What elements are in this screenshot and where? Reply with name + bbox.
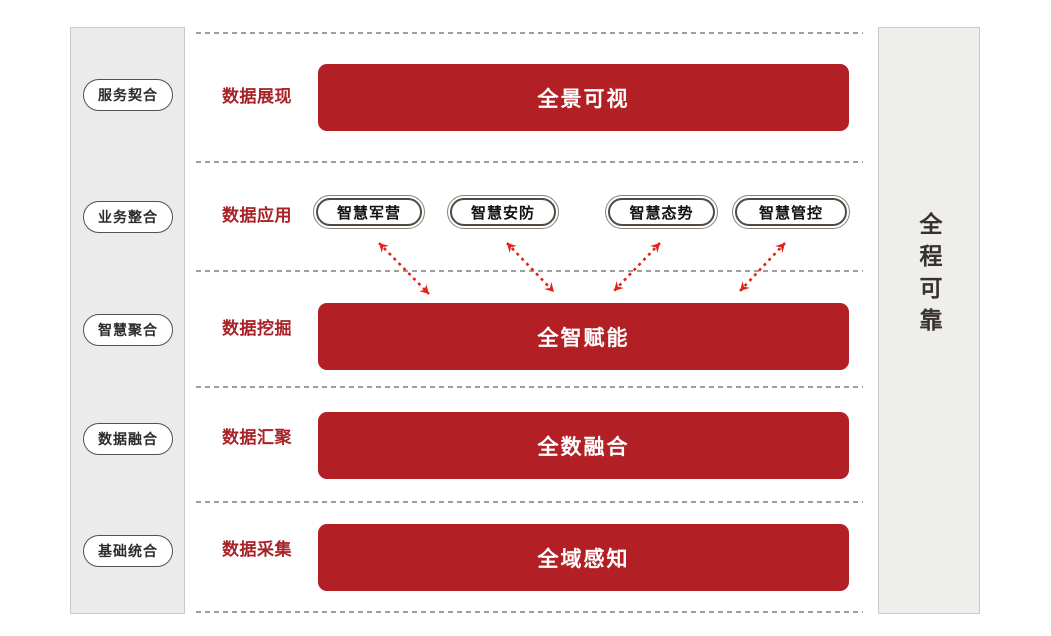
divider-line <box>196 161 863 163</box>
app-pill-label: 智慧安防 <box>450 198 556 226</box>
left-panel: 服务契合 业务整合 智慧聚合 数据融合 基础统合 <box>70 27 185 614</box>
row-label-data-display: 数据展现 <box>222 87 292 106</box>
app-pill-label: 智慧管控 <box>735 198 847 226</box>
stage-pill-label: 数据融合 <box>98 431 158 447</box>
app-pill-label: 智慧军营 <box>316 198 422 226</box>
stage-pill-business-integration: 业务整合 <box>83 201 173 233</box>
row-label-data-application: 数据应用 <box>222 206 292 225</box>
bar-label: 全数融合 <box>537 435 630 459</box>
stage-pill-data-fusion: 数据融合 <box>83 423 173 455</box>
stage-pill-service-fit: 服务契合 <box>83 79 173 111</box>
divider-line <box>196 32 863 34</box>
stage-pill-smart-aggregation: 智慧聚合 <box>83 314 173 346</box>
double-arrow-icon <box>506 242 555 293</box>
divider-line <box>196 611 863 613</box>
row-label-data-mining: 数据挖掘 <box>222 319 292 338</box>
double-arrow-icon <box>378 242 430 295</box>
stage-pill-label: 业务整合 <box>98 209 158 225</box>
row-label-data-convergence: 数据汇聚 <box>222 428 292 447</box>
divider-line <box>196 386 863 388</box>
stage-pill-label: 智慧聚合 <box>98 322 158 338</box>
right-panel-label: 全程可靠 <box>916 211 942 340</box>
bar-full-domain-awareness: 全域感知 <box>318 524 849 591</box>
right-panel: 全程可靠 <box>878 27 980 614</box>
double-arrow-icon <box>613 242 661 292</box>
stage-pill-label: 基础统合 <box>98 543 158 559</box>
app-pill-smart-control: 智慧管控 <box>732 195 850 229</box>
bar-full-data-fusion: 全数融合 <box>318 412 849 479</box>
stage-pill-label: 服务契合 <box>98 87 158 103</box>
app-pill-smart-situation: 智慧态势 <box>605 195 718 229</box>
bar-intelligent-empowerment: 全智赋能 <box>318 303 849 370</box>
app-pill-label: 智慧态势 <box>608 198 715 226</box>
row-label-data-collection: 数据采集 <box>222 540 292 559</box>
bar-panoramic-visibility: 全景可视 <box>318 64 849 131</box>
app-pill-smart-security: 智慧安防 <box>447 195 559 229</box>
bar-label: 全智赋能 <box>537 326 630 350</box>
bar-label: 全景可视 <box>537 87 630 111</box>
divider-line <box>196 270 863 272</box>
app-pill-smart-barracks: 智慧军营 <box>313 195 425 229</box>
bar-label: 全域感知 <box>537 547 630 571</box>
divider-line <box>196 501 863 503</box>
double-arrow-icon <box>739 242 786 292</box>
stage-pill-basic-unification: 基础统合 <box>83 535 173 567</box>
